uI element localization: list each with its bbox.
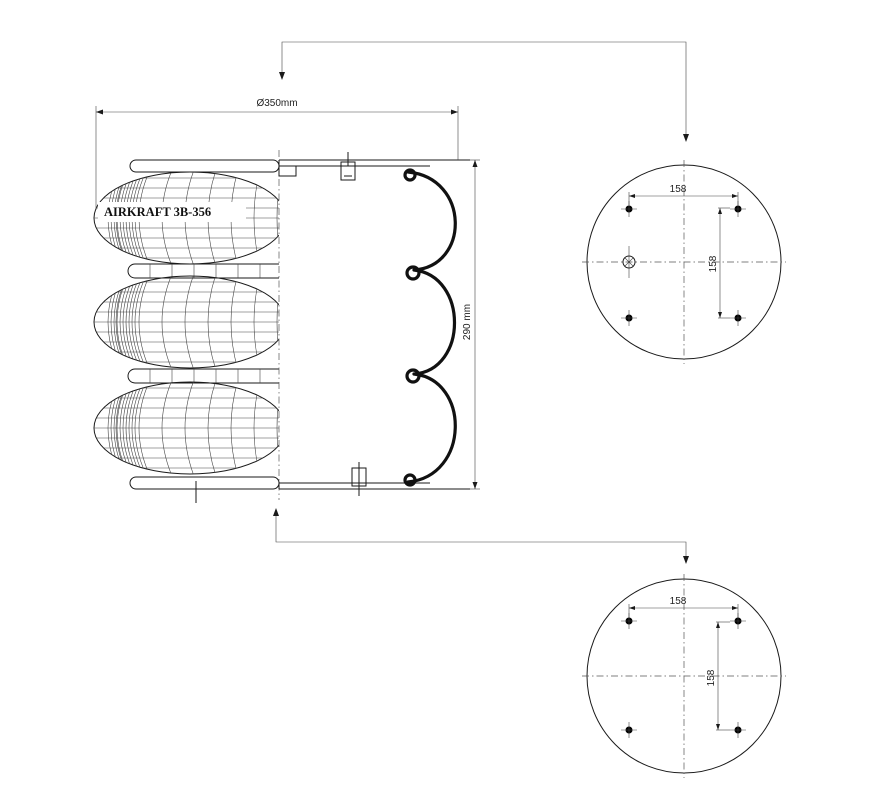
cross-section-half-view	[278, 152, 470, 496]
bottom-vertical-spacing: 158	[706, 669, 717, 686]
mounting-bolt	[621, 310, 637, 326]
air-inlet	[622, 246, 636, 278]
exterior-half-view: AIRKRAFT 3B-356	[93, 159, 280, 503]
mounting-bolt	[730, 722, 746, 738]
bottom-horizontal-spacing: 158	[670, 596, 687, 607]
top-plate-leader	[279, 41, 689, 142]
mounting-bolt	[730, 201, 746, 217]
top-plate-view: 158 158	[582, 160, 786, 364]
bottom-stud	[351, 462, 367, 496]
diameter-dimension: Ø350mm	[95, 98, 459, 210]
mounting-bolt	[621, 201, 637, 217]
mounting-bolt	[730, 310, 746, 326]
bellow-profile	[406, 170, 457, 484]
top-air-fitting	[340, 152, 356, 181]
height-label: 290 mm	[462, 304, 473, 340]
top-horizontal-spacing: 158	[670, 184, 687, 195]
product-label: AIRKRAFT 3B-356	[104, 205, 211, 219]
bottom-plate-view: 158 158	[582, 574, 786, 778]
bottom-plate-leader	[273, 508, 689, 564]
mounting-bolt	[621, 722, 637, 738]
mounting-bolt	[730, 613, 746, 629]
top-vertical-spacing: 158	[708, 255, 719, 272]
mounting-bolt	[621, 613, 637, 629]
diameter-label: Ø350mm	[256, 98, 297, 109]
height-dimension: 290 mm	[462, 159, 480, 490]
bead-curls	[403, 168, 421, 487]
